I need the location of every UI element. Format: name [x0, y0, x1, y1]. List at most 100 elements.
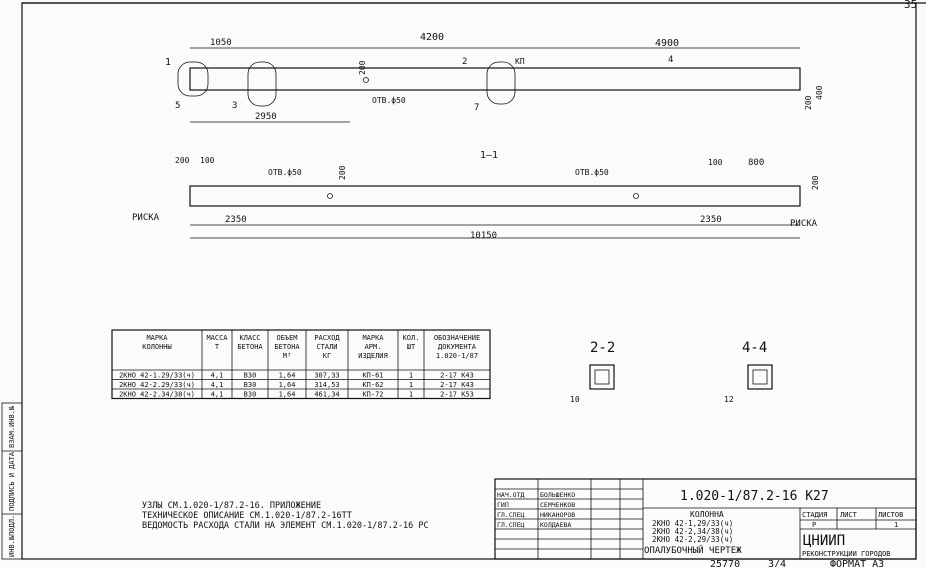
table-header: 1.020-1/87 — [436, 352, 478, 360]
svg-text:200: 200 — [804, 95, 813, 110]
table-header: АРМ. — [365, 343, 382, 351]
svg-text:100: 100 — [708, 158, 723, 167]
table-header: КОЛОННЫ — [142, 343, 172, 351]
svg-text:РИСКА: РИСКА — [790, 219, 818, 229]
svg-text:КП: КП — [515, 57, 525, 66]
footer: 25770 3/4 ФОРМАТ А3 — [710, 559, 884, 567]
table-cell: 4,1 — [211, 381, 224, 389]
table-cell: 4,1 — [211, 372, 224, 380]
signer-role: НАЧ.ОТД — [497, 491, 524, 499]
table-header: ОБЪЕМ — [276, 334, 297, 342]
svg-text:ИНВ.№ПОДЛ.: ИНВ.№ПОДЛ. — [8, 515, 16, 557]
table-header: М³ — [283, 352, 291, 360]
table-header: ОБОЗНАЧЕНИЕ — [434, 334, 480, 342]
svg-text:5: 5 — [175, 101, 180, 111]
table-cell: 2КНО 42-2.34/38(ч) — [119, 391, 195, 399]
signer-name: КОЛДАЕВА — [540, 521, 571, 529]
org-name: ЦНИИП — [803, 533, 845, 549]
signer-role: ГЛ.СПЕЦ — [497, 521, 524, 529]
specification-table: МАРКАКОЛОННЫМАССАТКЛАССБЕТОНАОБЪЕМБЕТОНА… — [111, 329, 491, 400]
signer-name: СЕМЧЕНКОВ — [540, 501, 575, 509]
svg-text:10150: 10150 — [470, 231, 497, 241]
table-header: БЕТОНА — [274, 343, 300, 351]
table-header: КОЛ. — [403, 334, 420, 342]
svg-text:1: 1 — [894, 521, 898, 529]
svg-text:200: 200 — [175, 156, 190, 165]
svg-text:25770: 25770 — [710, 559, 740, 567]
svg-text:200: 200 — [811, 175, 820, 190]
svg-text:КОЛОННА: КОЛОННА — [690, 510, 724, 519]
table-cell: 2-17 К43 — [440, 372, 474, 380]
table-cell: КП-72 — [362, 391, 383, 399]
table-header: ШТ — [407, 343, 416, 351]
svg-text:ОТВ.ф50: ОТВ.ф50 — [372, 96, 406, 105]
frame — [21, 2, 917, 560]
signer-role: ГЛ.СПЕЦ — [497, 511, 524, 519]
table-cell: 1,64 — [279, 372, 296, 380]
table-cell: 2-17 К53 — [440, 391, 474, 399]
table-cell: 2КНО 42-2.29/33(ч) — [119, 381, 195, 389]
svg-text:ОТВ.ф50: ОТВ.ф50 — [268, 168, 302, 177]
notes: УЗЛЫ СМ.1.020-1/87.2-16. ПРИЛОЖЕНИЕ ТЕХН… — [142, 501, 429, 531]
svg-text:800: 800 — [748, 158, 764, 168]
table-cell: 4,1 — [211, 391, 224, 399]
svg-text:200: 200 — [358, 60, 367, 75]
svg-text:4-4: 4-4 — [742, 340, 767, 356]
svg-text:7: 7 — [474, 103, 479, 113]
table-header: ДОКУМЕНТА — [438, 343, 477, 351]
table-cell: 1,64 — [279, 391, 296, 399]
svg-text:4: 4 — [668, 55, 673, 65]
svg-text:4200: 4200 — [420, 32, 444, 43]
page-number: 35 — [904, 0, 917, 11]
signer-name: НИКАНОРОВ — [540, 511, 575, 519]
svg-text:ОТВ.ф50: ОТВ.ф50 — [575, 168, 609, 177]
section-2-2: 2-2 10 — [570, 340, 615, 404]
table-cell: 2КНО 42-1.29/33(ч) — [119, 372, 195, 380]
table-cell: 1,64 — [279, 381, 296, 389]
section-4-4: 4-4 12 — [724, 340, 773, 404]
table-cell: КП-61 — [362, 372, 383, 380]
column-plan: 1—1 200 100 200 2350 10150 2350 100 800 … — [132, 150, 820, 241]
svg-text:200: 200 — [338, 165, 347, 180]
table-header: СТАЛИ — [316, 343, 337, 351]
svg-text:1—1: 1—1 — [480, 150, 498, 161]
svg-text:2КНО 42-1,29/33(ч): 2КНО 42-1,29/33(ч) — [652, 519, 733, 528]
svg-text:3: 3 — [232, 101, 237, 111]
side-labels: ИНВ.№ПОДЛ. ПОДПИСЬ И ДАТА ВЗАМ.ИНВ.№ — [8, 405, 16, 557]
svg-text:2-2: 2-2 — [590, 340, 615, 356]
org-subtitle: РЕКОНСТРУКЦИИ ГОРОДОВ — [802, 550, 891, 558]
svg-text:ПОДПИСЬ И ДАТА: ПОДПИСЬ И ДАТА — [8, 451, 16, 511]
table-cell: 2-17 К43 — [440, 381, 474, 389]
table-cell: В30 — [244, 391, 257, 399]
svg-text:ЛИСТОВ: ЛИСТОВ — [878, 511, 903, 519]
signer-role: ГИП — [497, 501, 509, 509]
svg-text:СТАДИЯ: СТАДИЯ — [802, 511, 827, 519]
table-cell: 1 — [409, 381, 413, 389]
svg-text:2КНО 42-2,34/38(ч): 2КНО 42-2,34/38(ч) — [652, 527, 733, 536]
svg-text:УЗЛЫ СМ.1.020-1/87.2-16. ПРИЛО: УЗЛЫ СМ.1.020-1/87.2-16. ПРИЛОЖЕНИЕ — [142, 501, 321, 511]
table-header: РАСХОД — [314, 334, 340, 342]
table-cell: 314,53 — [314, 381, 339, 389]
table-cell: 1 — [409, 372, 413, 380]
svg-text:ОПАЛУБОЧНЫЙ ЧЕРТЕЖ: ОПАЛУБОЧНЫЙ ЧЕРТЕЖ — [644, 544, 742, 556]
svg-text:ТЕХНИЧЕСКОЕ ОПИСАНИЕ СМ.1.020-: ТЕХНИЧЕСКОЕ ОПИСАНИЕ СМ.1.020-1/87.2-16Т… — [142, 511, 352, 521]
svg-text:ЛИСТ: ЛИСТ — [840, 511, 858, 519]
table-header: МАССА — [206, 334, 228, 342]
table-header: КЛАСС — [239, 334, 260, 342]
svg-text:1: 1 — [165, 57, 171, 68]
svg-text:ВЗАМ.ИНВ.№: ВЗАМ.ИНВ.№ — [8, 405, 16, 448]
svg-text:1050: 1050 — [210, 38, 232, 48]
signer-name: БОЛЬШЕНКО — [540, 491, 575, 499]
table-header: МАРКА — [146, 334, 168, 342]
svg-text:2КНО 42-2,29/33(ч): 2КНО 42-2,29/33(ч) — [652, 535, 733, 544]
table-header: БЕТОНА — [237, 343, 263, 351]
table-cell: 1 — [409, 391, 413, 399]
side-stamp — [1, 402, 23, 560]
svg-text:100: 100 — [200, 156, 215, 165]
svg-text:Р: Р — [812, 521, 816, 529]
svg-text:400: 400 — [815, 85, 824, 100]
svg-text:РИСКА: РИСКА — [132, 213, 160, 223]
svg-text:ВЕДОМОСТЬ РАСХОДА СТАЛИ НА ЭЛЕ: ВЕДОМОСТЬ РАСХОДА СТАЛИ НА ЭЛЕМЕНТ СМ.1.… — [142, 521, 429, 531]
table-header: КГ — [323, 352, 331, 360]
